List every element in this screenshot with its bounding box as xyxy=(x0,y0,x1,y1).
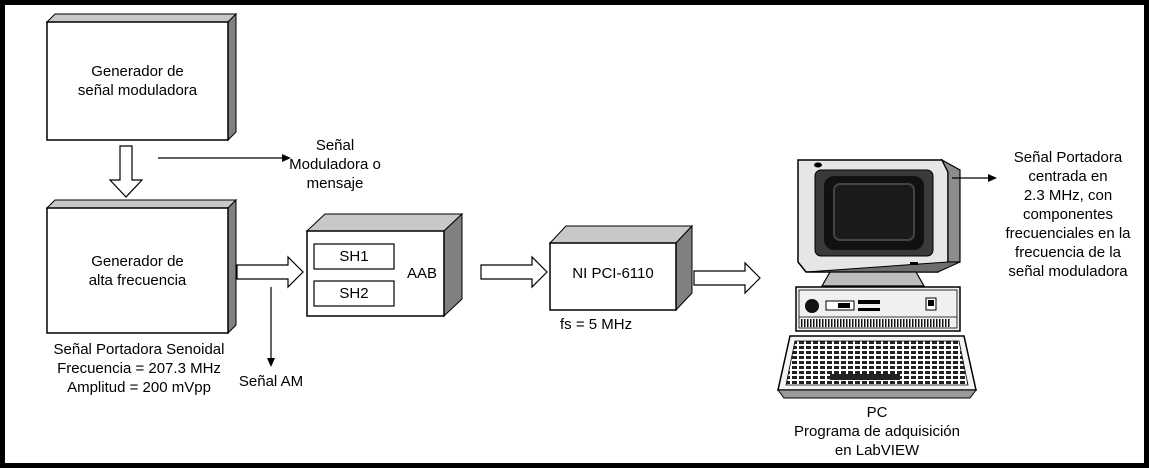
right-hollow-arrow-2 xyxy=(480,255,548,289)
sh2-box xyxy=(313,280,395,307)
high-freq-generator-label: Generador de alta frecuencia xyxy=(88,253,187,289)
daq-label: NI PCI-6110 xyxy=(572,265,654,282)
right-hollow-arrow-3 xyxy=(693,261,761,295)
daq-box xyxy=(548,224,694,312)
am-signal-label: Señal AM xyxy=(238,373,304,390)
aab-label: AAB xyxy=(406,265,437,282)
daq-fs-label: fs = 5 MHz xyxy=(560,316,633,333)
output-signal-arrow xyxy=(952,174,997,182)
sh1-box xyxy=(313,243,395,270)
high-freq-generator-box xyxy=(45,198,238,335)
pc-label: PC Programa de adquisición en LabVIEW xyxy=(794,404,960,459)
modulating-generator-label: Generador de señal moduladora xyxy=(77,63,198,99)
sh1-label: SH1 xyxy=(339,248,369,265)
output-signal-label: Señal Portadora centrada en 2.3 MHz, con… xyxy=(1005,149,1131,280)
computer-illustration xyxy=(777,158,977,399)
down-hollow-arrow xyxy=(108,145,144,198)
modulating-signal-label: Señal Moduladora o mensaje xyxy=(289,137,381,192)
modulating-signal-arrow xyxy=(158,154,291,162)
carrier-signal-label: Señal Portadora Senoidal Frecuencia = 20… xyxy=(53,341,225,396)
sh2-label: SH2 xyxy=(339,285,369,302)
modulating-generator-box xyxy=(45,12,238,142)
right-hollow-arrow-1 xyxy=(236,255,304,289)
am-signal-arrow xyxy=(267,287,275,367)
aab-box xyxy=(305,212,464,318)
